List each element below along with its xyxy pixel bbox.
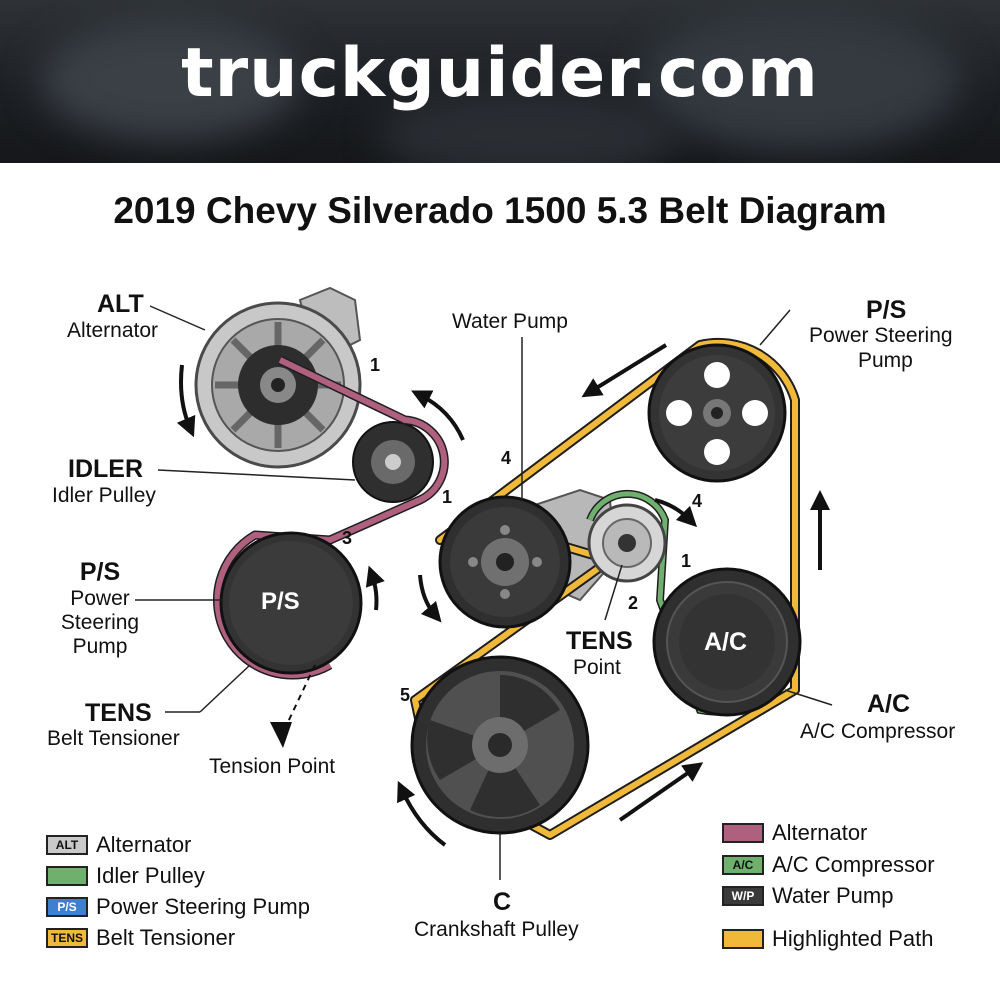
route-number: 5 [400, 685, 411, 705]
route-number: 1 [442, 487, 453, 507]
ps-right-code-label: P/S [866, 296, 907, 324]
ps-left-name-1: Power [70, 587, 130, 610]
route-number: 3 [342, 528, 353, 548]
idler-pulley [352, 421, 434, 503]
tens-point-name-label: Point [573, 656, 621, 679]
ps-right-name-1: Power Steering [809, 324, 953, 347]
route-number: 4 [692, 491, 703, 511]
tens-point-code-label: TENS [566, 627, 633, 655]
water-pump-pulley [438, 495, 572, 629]
ps-left-name-3: Pump [72, 635, 128, 658]
legend-label: Water Pump [772, 883, 894, 908]
ac-compressor-pulley [652, 567, 802, 717]
alternator-belt [212, 355, 449, 680]
ps-left-label-block: P/S Power Steering Pump [40, 558, 160, 659]
ac-name-label: A/C Compressor [800, 720, 956, 743]
legend-label: Power Steering Pump [96, 894, 310, 919]
header-bg-shape [640, 10, 960, 150]
legend-swatch: TENS [46, 928, 88, 948]
crank-name-label: Crankshaft Pulley [414, 918, 579, 941]
header-bg-shape [40, 20, 300, 140]
water-pump-label: Water Pump [452, 310, 568, 333]
legend-label: Alternator [96, 832, 192, 857]
tension-point-marker [270, 722, 292, 748]
legend-swatch [722, 823, 764, 843]
route-number: 2 [628, 593, 639, 613]
legend-swatch [46, 866, 88, 886]
ps-pulley-left-label: P/S [261, 588, 300, 615]
ps-pulley-right [647, 343, 787, 483]
ps-left-code: P/S [79, 558, 121, 586]
ps-right-name-2: Pump [858, 349, 913, 372]
legend-label: Idler Pulley [96, 863, 205, 888]
legend-item: Alternator [722, 820, 867, 846]
legend-label: Belt Tensioner [96, 925, 236, 950]
idler-name-label: Idler Pulley [52, 484, 156, 507]
crankshaft-pulley [410, 655, 590, 835]
legend-item: ALT Alternator [46, 832, 191, 858]
legend-swatch: P/S [46, 897, 88, 917]
ps-pulley-left [219, 531, 363, 675]
header-banner: truckguider.com [0, 0, 1000, 163]
legend-item: P/S Power Steering Pump [46, 894, 310, 920]
site-brand[interactable]: truckguider.com [181, 34, 819, 113]
idler-code-label: IDLER [68, 455, 143, 483]
legend-item: A/C A/C Compressor [722, 852, 935, 878]
tens-name-label: Belt Tensioner [47, 727, 180, 750]
ac-code-label: A/C [867, 690, 911, 718]
tensioner-pulley [587, 503, 667, 583]
legend-item: W/P Water Pump [722, 883, 893, 909]
legend-item: TENS Belt Tensioner [46, 925, 235, 951]
legend-item: Highlighted Path [722, 926, 933, 952]
legend-label: A/C Compressor [772, 852, 935, 877]
rotation-arrows [176, 343, 830, 847]
legend-label: Alternator [772, 820, 868, 845]
legend-swatch: W/P [722, 886, 764, 906]
ac-pulley-label: A/C [704, 628, 748, 656]
header-bg-shape [380, 90, 680, 163]
legend-swatch: ALT [46, 835, 88, 855]
legend-label: Highlighted Path [772, 926, 934, 951]
tension-point-label: Tension Point [209, 755, 336, 778]
alt-name-label: Alternator [67, 319, 159, 342]
route-number: 1 [681, 551, 692, 571]
route-number: 4 [501, 448, 512, 468]
crank-code-label: C [493, 888, 512, 916]
legend-item: Idler Pulley [46, 863, 205, 889]
route-number: 1 [370, 355, 381, 375]
legend-swatch [722, 929, 764, 949]
legend-swatch: A/C [722, 855, 764, 875]
leader-lines [135, 305, 833, 880]
page-title: 2019 Chevy Silverado 1500 5.3 Belt Diagr… [113, 190, 887, 231]
ps-left-name-2: Steering [60, 611, 140, 634]
alternator [194, 286, 362, 469]
alt-code-label: ALT [97, 290, 144, 318]
tens-code-label: TENS [85, 699, 152, 727]
